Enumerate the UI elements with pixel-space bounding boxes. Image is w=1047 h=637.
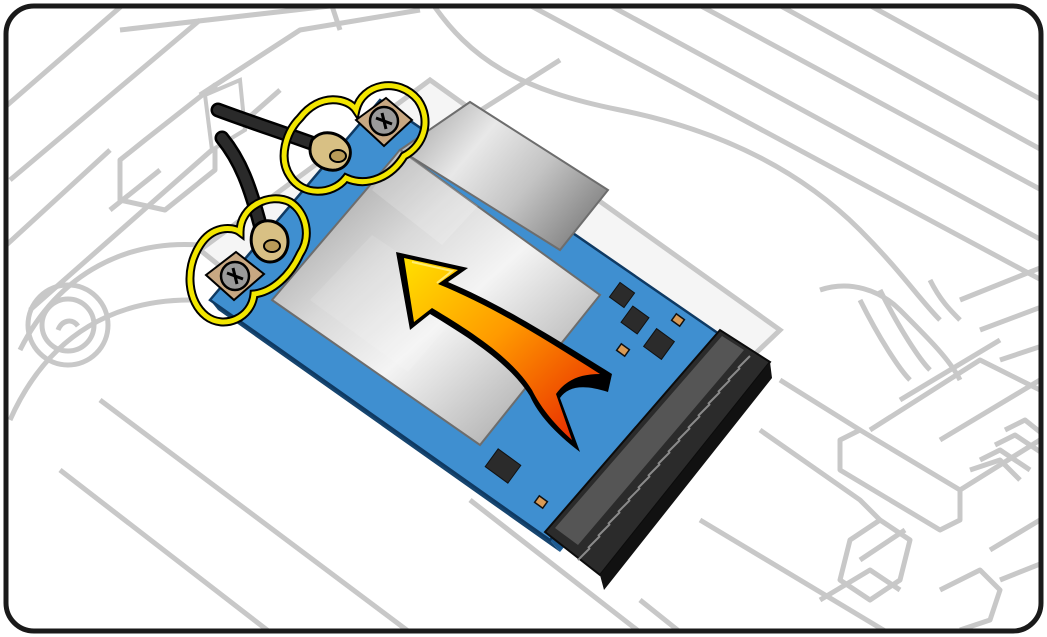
antenna-connector-lower xyxy=(251,221,288,262)
antenna-connector-upper xyxy=(310,133,350,170)
